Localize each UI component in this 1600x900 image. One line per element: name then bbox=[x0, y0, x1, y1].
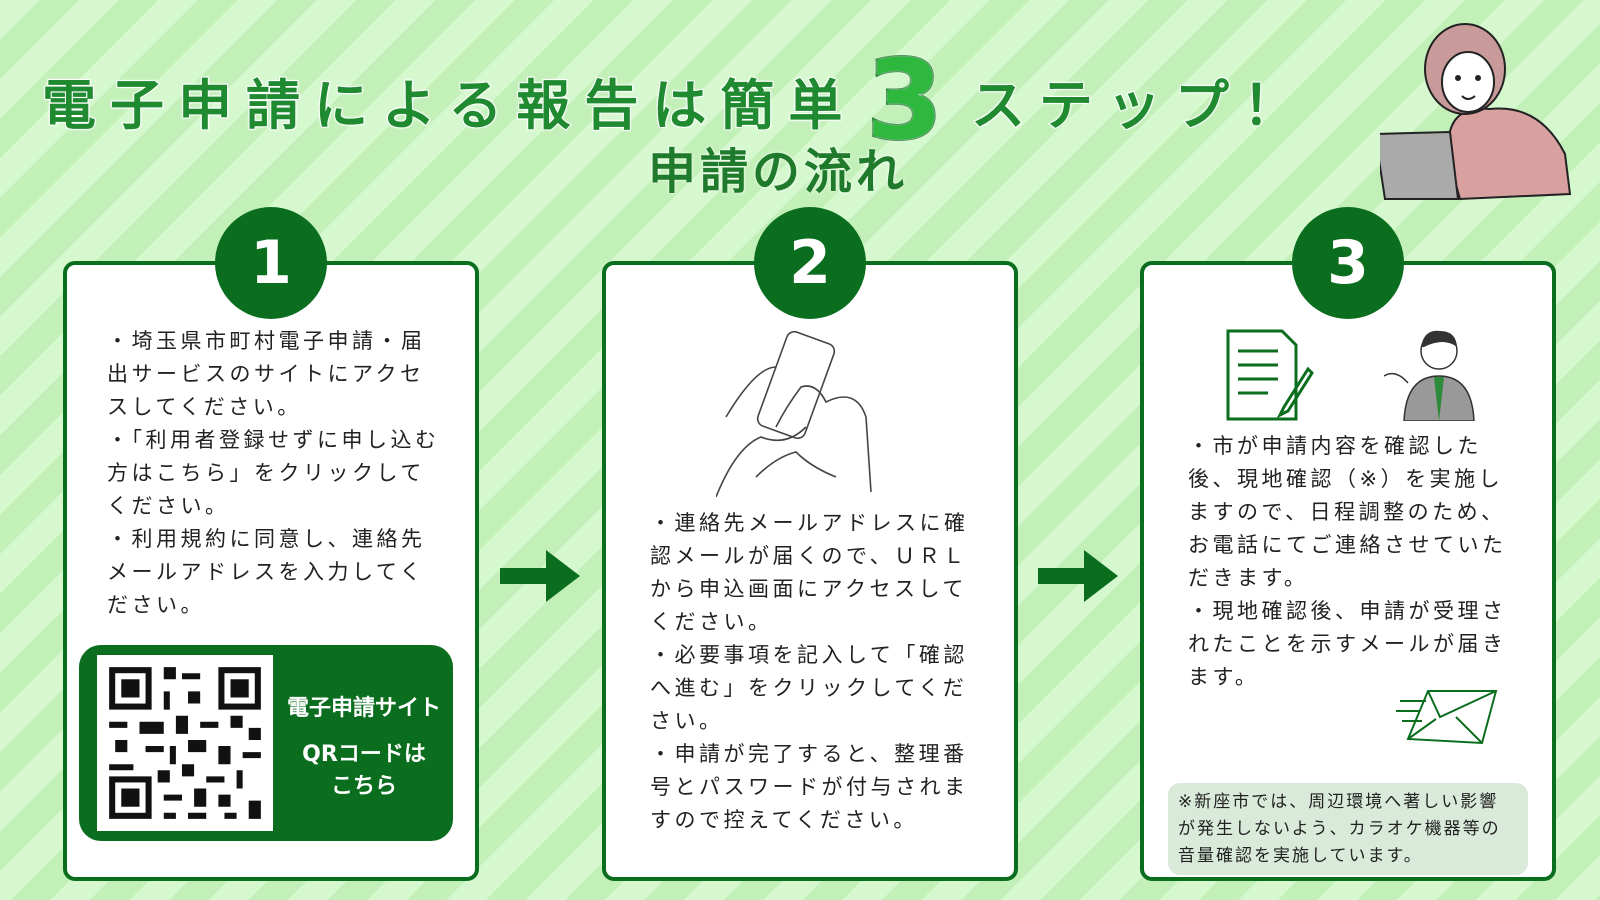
note-line: が発生しないよう、カラオケ機器等の bbox=[1178, 819, 1501, 839]
text-line: ださい。 bbox=[107, 593, 205, 617]
qr-label-line3: こちら bbox=[330, 774, 397, 799]
note-line: ※新座市では、周辺環境へ著しい影響 bbox=[1178, 792, 1499, 812]
text-line: ますので、日程調整のため、 bbox=[1188, 500, 1506, 524]
text-line: から申込画面にアクセスして bbox=[650, 577, 967, 601]
text-line: ます。 bbox=[1188, 665, 1260, 689]
step-2-number: 2 bbox=[754, 207, 866, 319]
text-line: ・連絡先メールアドレスに確 bbox=[650, 511, 969, 535]
businessman-illustration bbox=[1384, 330, 1475, 421]
text-line: ・「利用者登録せずに申し込む bbox=[107, 428, 440, 452]
arrow-right-icon bbox=[500, 550, 580, 602]
footnote-box: ※新座市では、周辺環境へ著しい影響 が発生しないよう、カラオケ機器等の 音量確認… bbox=[1168, 783, 1528, 875]
step-3-panel: 3 ・市が申請内容を確認した 後、現地確認（※）を実施し ますので、日程調整のた… bbox=[1140, 207, 1556, 881]
qr-label-line2: QRコードは bbox=[302, 742, 426, 767]
step-3-text: ・市が申請内容を確認した 後、現地確認（※）を実施し ますので、日程調整のため、… bbox=[1188, 430, 1507, 694]
step-1-number: 1 bbox=[215, 207, 327, 319]
text-line: 認メールが届くので、ＵＲＬ bbox=[650, 544, 968, 568]
woman-laptop-illustration bbox=[1380, 23, 1572, 201]
title-text: 電子申請による報告は簡単 bbox=[41, 73, 857, 138]
text-line: だきます。 bbox=[1188, 566, 1309, 590]
document-pen-icon bbox=[1226, 329, 1314, 421]
text-line: 方はこちら」をクリックして bbox=[107, 461, 425, 485]
step-1-text: ・埼玉県市町村電子申請・届 出サービスのサイトにアクセ スしてください。 ・「利… bbox=[107, 325, 440, 622]
text-line: 後、現地確認（※）を実施し bbox=[1188, 467, 1504, 491]
qr-label-site: 電子申請サイト bbox=[286, 696, 441, 721]
mail-envelope-icon bbox=[1396, 690, 1498, 745]
title-text-after: ステップ！ bbox=[970, 73, 1311, 138]
arrow-right-icon bbox=[1038, 550, 1118, 602]
text-line: ください。 bbox=[650, 610, 773, 634]
text-line: さい。 bbox=[650, 709, 724, 733]
step-2-text: ・連絡先メールアドレスに確 認メールが届くので、ＵＲＬ から申込画面にアクセスし… bbox=[650, 507, 969, 837]
text-line: へ進む」をクリックしてくだ bbox=[650, 676, 968, 700]
page-subtitle: 申請の流れ bbox=[648, 144, 909, 200]
text-line: 出サービスのサイトにアクセ bbox=[107, 362, 425, 386]
text-line: スしてください。 bbox=[107, 395, 302, 419]
text-line: ・埼玉県市町村電子申請・届 bbox=[107, 329, 426, 353]
text-line: メールアドレスを入力してく bbox=[107, 560, 425, 584]
text-line: れたことを示すメールが届き bbox=[1188, 632, 1507, 656]
text-line: ・申請が完了すると、整理番 bbox=[650, 742, 968, 766]
title-number: 3 bbox=[865, 35, 945, 166]
qr-code[interactable] bbox=[97, 655, 273, 831]
text-line: ・利用規約に同意し、連絡先 bbox=[107, 527, 426, 551]
text-line: ・必要事項を記入して「確認 bbox=[650, 643, 968, 667]
text-line: ・現地確認後、申請が受理さ bbox=[1188, 599, 1507, 623]
smartphone-hands-illustration bbox=[716, 330, 872, 497]
text-line: ください。 bbox=[107, 494, 230, 518]
text-line: お電話にてご連絡させていた bbox=[1188, 533, 1507, 557]
step-3-number: 3 bbox=[1292, 207, 1404, 319]
text-line: 号とパスワードが付与されま bbox=[650, 775, 969, 799]
page-title: 電子申請による報告は簡単3 ステップ！ bbox=[41, 35, 1311, 166]
text-line: ・市が申請内容を確認した bbox=[1188, 434, 1482, 458]
qr-code-link[interactable]: 電子申請サイト QRコードは こちら bbox=[79, 645, 453, 841]
step-2-panel: 2 ・連絡先メールアドレスに確 認メールが届くので、ＵＲＬ から申込画面にアクセ… bbox=[602, 207, 1018, 881]
step-1-panel: 1 ・埼玉県市町村電子申請・届 出サービスのサイトにアクセ スしてください。 ・… bbox=[63, 207, 479, 881]
note-line: 音量確認を実施しています。 bbox=[1178, 846, 1423, 866]
text-line: すので控えてください。 bbox=[650, 808, 918, 832]
